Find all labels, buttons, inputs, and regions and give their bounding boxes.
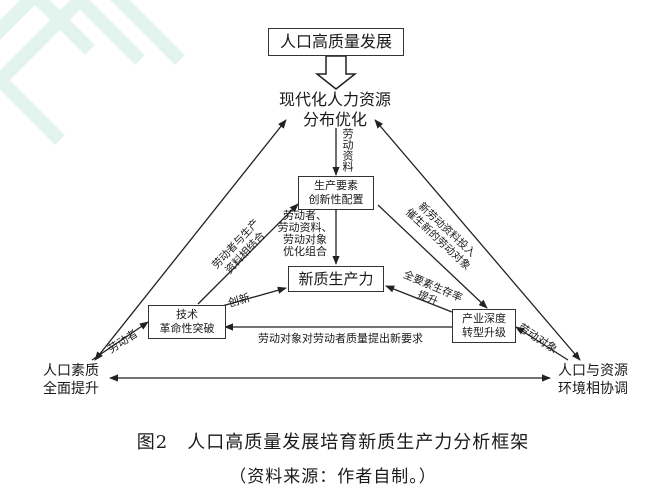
edge-quality-to-tech (91, 321, 149, 361)
label-new-requirements: 劳动对象对劳动者质量提出新要求 (258, 332, 423, 345)
edge-top-to-right (374, 119, 581, 361)
top-goal-label: 人口高质量发展 (279, 32, 392, 51)
edge-factors-to-industry (377, 204, 488, 309)
tech-breakthrough-line1: 技术 (176, 308, 198, 321)
label-combo-line2: 劳动资料、 (277, 221, 333, 234)
hr-optimization-line2: 分布优化 (302, 110, 367, 129)
resource-environment-line2: 环境相协调 (558, 381, 628, 397)
resource-environment-line1: 人口与资源 (558, 363, 628, 379)
label-combo-line1: 劳动者、 (283, 209, 327, 222)
factor-allocation-box: 生产要素 创新性配置 (298, 176, 374, 210)
tech-breakthrough-line2: 革命性突破 (159, 321, 215, 335)
population-quality-line2: 全面提升 (43, 381, 99, 397)
new-productivity-label: 新质生产力 (298, 270, 374, 288)
edge-env-to-industry (515, 326, 569, 361)
population-quality-line1: 人口素质 (43, 363, 99, 379)
industry-upgrade-line2: 转型升级 (462, 325, 506, 339)
figure-source: （资料来源：作者自制。） (229, 467, 437, 487)
factor-allocation-line2: 创新性配置 (308, 192, 364, 206)
edge-top-to-left (94, 119, 287, 361)
hollow-down-arrow (314, 55, 358, 90)
edge-tech-to-center (214, 286, 287, 309)
top-goal-box: 人口高质量发展 (268, 28, 404, 56)
population-quality-node: 人口素质 全面提升 (34, 362, 108, 398)
hr-optimization-node: 现代化人力资源 分布优化 (262, 90, 408, 130)
label-optimized-combination: 劳动者、 劳动资料、 劳动对象 优化组合 (270, 210, 340, 258)
figure-caption: 图2 人口高质量发展培育新质生产力分析框架 (136, 432, 530, 453)
industry-upgrade-line1: 产业深度 (462, 312, 506, 325)
new-productivity-box: 新质生产力 (288, 266, 384, 292)
factor-allocation-line1: 生产要素 (314, 179, 358, 192)
edge-industry-to-center (385, 285, 453, 313)
resource-environment-node: 人口与资源 环境相协调 (548, 362, 638, 398)
label-combo-line4: 优化组合 (283, 245, 327, 258)
label-labor-material: 劳动资料 (341, 128, 354, 172)
label-combo-line3: 劳动对象 (283, 233, 327, 246)
hr-optimization-line1: 现代化人力资源 (278, 90, 391, 109)
tech-breakthrough-box: 技术 革命性突破 (148, 305, 226, 339)
industry-upgrade-box: 产业深度 转型升级 (452, 309, 516, 343)
edge-tech-to-factors (197, 203, 299, 305)
